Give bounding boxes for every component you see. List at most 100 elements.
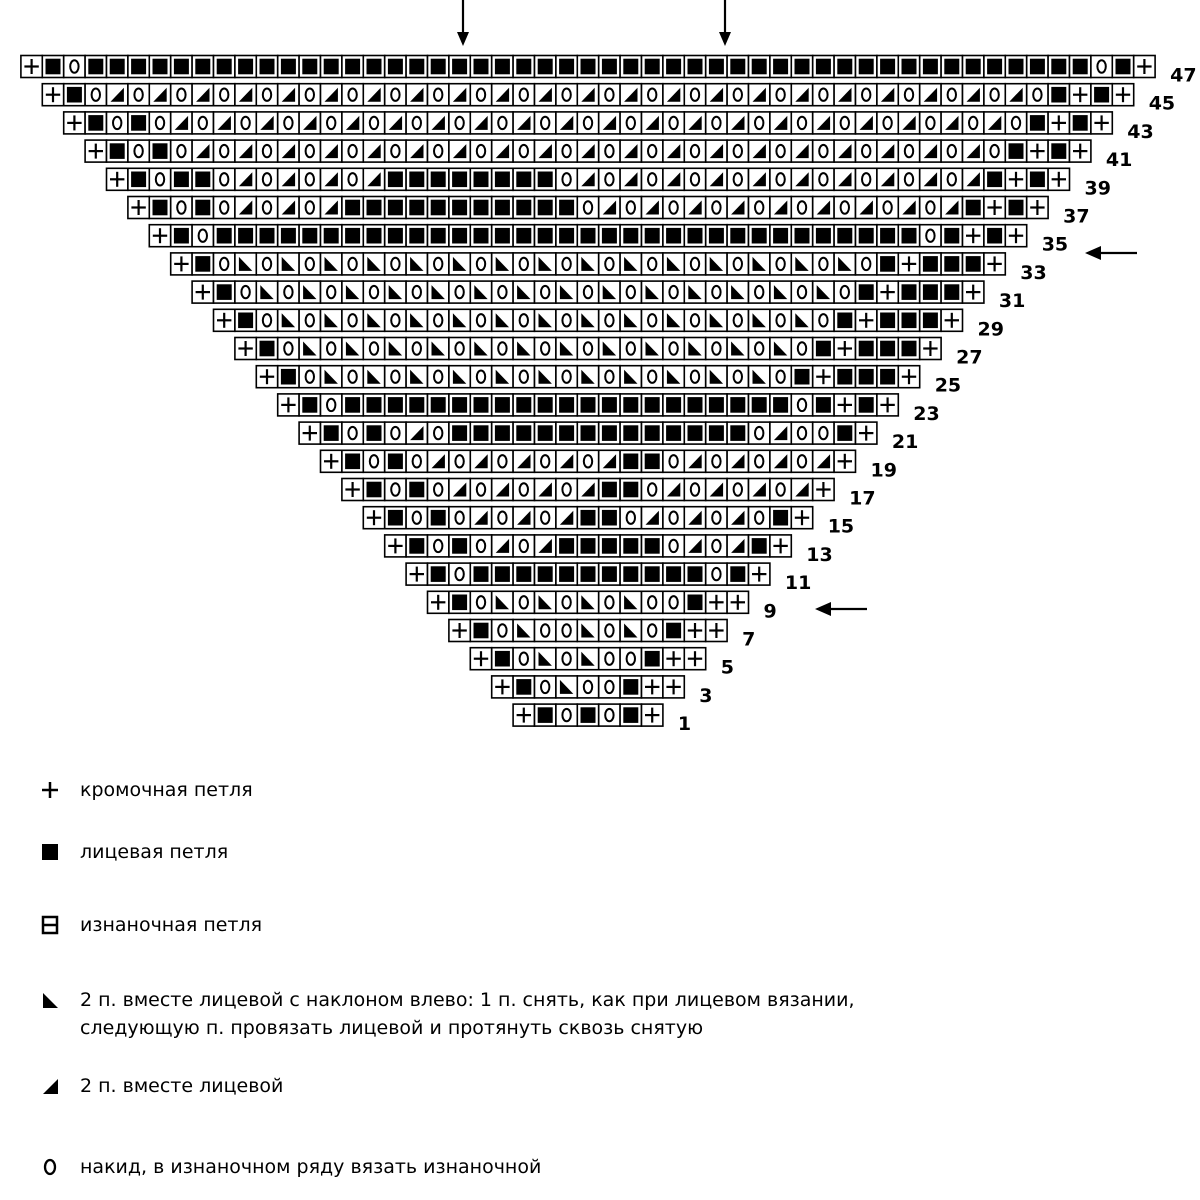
stitch-cell [961,82,985,107]
stitch-cell [961,139,985,163]
stitch-cell [1047,82,1071,107]
stitch-cell [961,54,985,79]
stitch-cell [918,82,942,107]
stitch-cell [148,82,172,107]
stitch-cell [41,82,65,107]
stitch-cell [576,139,600,163]
stitch-cell [469,111,493,135]
chart-row-29: 29 [212,308,1004,340]
stitch-cell [426,280,450,304]
stitch-cell [790,280,814,304]
row-number-label: 25 [935,375,961,397]
stitch-cell [704,505,728,530]
stitch-cell [811,421,835,445]
stitch-cell [341,195,365,220]
stitch-cell [1025,139,1049,163]
stitch-cell [148,167,172,192]
stitch-cell [940,195,964,220]
stitch-cell [362,223,386,248]
purl-stitch-icon [20,911,80,939]
stitch-cell [319,195,343,220]
stitch-cell [576,590,600,615]
stitch-cell [811,139,835,163]
stitch-cell [876,393,900,417]
stitch-cell [341,336,365,361]
stitch-cell [683,139,707,163]
stitch-cell [662,646,686,671]
stitch-cell [362,336,386,361]
stitch-cell [726,421,750,445]
legend-text: кромочная петля [80,779,253,801]
stitch-cell [854,54,878,79]
yarn-over-icon [20,1153,80,1181]
stitch-cell [341,82,365,107]
stitch-cell [298,139,322,163]
row-number-label: 3 [699,685,712,707]
stitch-cell [405,336,429,361]
stitch-cell [362,477,386,502]
stitch-cell [961,195,985,220]
stitch-cell [255,111,279,135]
stitch-cell [490,646,514,671]
stitch-cell [426,252,450,276]
stitch-cell [1004,139,1028,163]
stitch-cell [533,393,557,417]
stitch-cell [512,421,536,445]
stitch-cell [940,308,964,333]
stitch-cell [683,505,707,530]
stitch-cell [619,308,643,333]
chart-row-47: 47 [20,54,1197,87]
stitch-cell [640,703,664,727]
stitch-cell [769,280,793,304]
stitch-cell [191,167,215,192]
stitch-cell [811,308,835,333]
stitch-cell [769,82,793,107]
stitch-cell [405,280,429,304]
stitch-cell [811,477,835,502]
stitch-cell [469,505,493,530]
stitch-cell [597,646,621,671]
stitch-cell [576,534,600,558]
stitch-cell [683,562,707,586]
stitch-cell [662,252,686,276]
stitch-cell [298,364,322,389]
stitch-cell [405,505,429,530]
stitch-cell [619,703,643,727]
stitch-cell [298,421,322,445]
stitch-cell [490,477,514,502]
row-number-label: 37 [1063,206,1089,228]
stitch-cell [576,223,600,248]
stitch-cell [490,590,514,615]
stitch-cell [769,167,793,192]
legend-item-edge: кромочная петля [20,776,253,804]
stitch-cell [533,139,557,163]
stitch-cell [319,252,343,276]
stitch-cell [790,54,814,79]
stitch-cell [512,364,536,389]
stitch-cell [704,534,728,558]
stitch-cell [490,336,514,361]
stitch-cell [469,252,493,276]
stitch-cell [212,252,236,276]
stitch-cell [576,505,600,530]
stitch-cell [105,54,129,79]
stitch-cell [426,364,450,389]
stitch-cell [769,477,793,502]
stitch-cell [662,675,686,699]
row-number-label: 47 [1170,65,1196,87]
stitch-cell [704,477,728,502]
stitch-cell [191,252,215,276]
stitch-cell [790,505,814,530]
stitch-cell [961,167,985,192]
stitch-cell [1004,223,1028,248]
stitch-cell [811,393,835,417]
stitch-cell [619,646,643,671]
stitch-cell [619,590,643,615]
stitch-cell [212,195,236,220]
stitch-cell [298,82,322,107]
stitch-cell [255,54,279,79]
stitch-cell [876,111,900,135]
stitch-cell [512,534,536,558]
stitch-cell [169,167,193,192]
stitch-cell [640,646,664,671]
